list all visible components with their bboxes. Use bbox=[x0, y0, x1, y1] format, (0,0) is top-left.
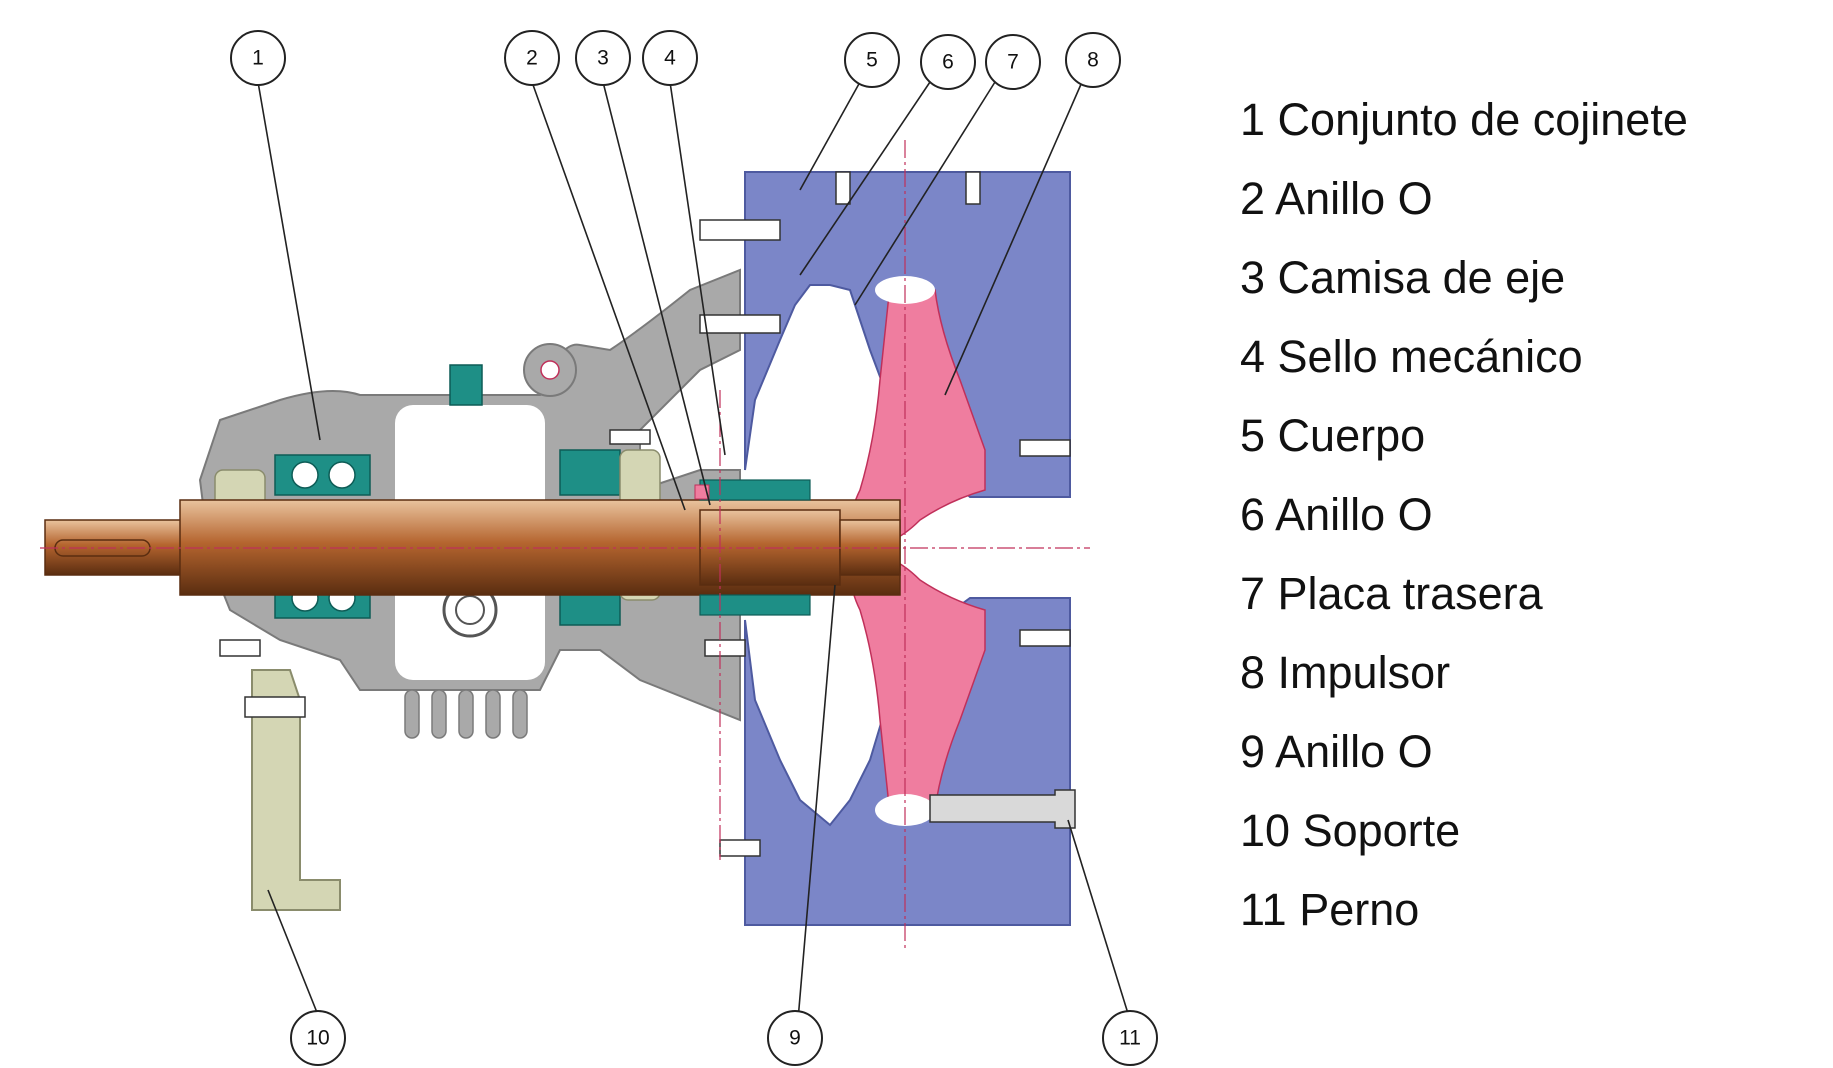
legend-label: Anillo O bbox=[1275, 489, 1433, 540]
legend-label: Impulsor bbox=[1277, 647, 1451, 698]
callout-7-number: 7 bbox=[1007, 51, 1019, 74]
callout-7-circle bbox=[985, 34, 1041, 90]
callout-8-number: 8 bbox=[1087, 49, 1099, 72]
legend-item-2: 2 Anillo O bbox=[1240, 159, 1820, 238]
legend-item-1: 1 Conjunto de cojinete bbox=[1240, 80, 1820, 159]
legend-item-8: 8 Impulsor bbox=[1240, 633, 1820, 712]
callout-5: 5 bbox=[844, 32, 900, 88]
legend-number: 7 bbox=[1240, 568, 1266, 619]
callout-1: 1 bbox=[230, 30, 286, 86]
callout-2-circle bbox=[504, 30, 560, 86]
legend-item-5: 5 Cuerpo bbox=[1240, 396, 1820, 475]
legend-label: Camisa de eje bbox=[1277, 252, 1566, 303]
callout-10-number: 10 bbox=[306, 1027, 329, 1050]
callout-11-number: 11 bbox=[1119, 1027, 1141, 1050]
callout-5-circle bbox=[844, 32, 900, 88]
legend-item-9: 9 Anillo O bbox=[1240, 712, 1820, 791]
callout-7: 7 bbox=[985, 34, 1041, 90]
callout-4-circle bbox=[642, 30, 698, 86]
legend-number: 8 bbox=[1240, 647, 1266, 698]
legend-label: Placa trasera bbox=[1277, 568, 1543, 619]
legend-label: Conjunto de cojinete bbox=[1277, 94, 1688, 145]
lifting-lug-hole bbox=[540, 360, 560, 380]
callout-3: 3 bbox=[575, 30, 631, 86]
legend-label: Perno bbox=[1299, 884, 1420, 935]
impeller bbox=[850, 280, 986, 546]
legend-number: 4 bbox=[1240, 331, 1266, 382]
legend-number: 11 bbox=[1240, 884, 1287, 935]
callout-6-number: 6 bbox=[942, 51, 954, 74]
callout-9-number: 9 bbox=[789, 1027, 801, 1050]
leader-lines bbox=[257, 81, 1131, 1021]
legend-item-4: 4 Sello mecánico bbox=[1240, 317, 1820, 396]
callout-9: 9 bbox=[767, 1010, 823, 1066]
callout-2: 2 bbox=[504, 30, 560, 86]
legend-number: 6 bbox=[1240, 489, 1266, 540]
legend-item-11: 11 Perno bbox=[1240, 870, 1820, 949]
legend-label: Sello mecánico bbox=[1277, 331, 1583, 382]
callout-5-number: 5 bbox=[866, 49, 878, 72]
callout-8-circle bbox=[1065, 32, 1121, 88]
callout-11: 11 bbox=[1102, 1010, 1158, 1066]
callout-6-circle bbox=[920, 34, 976, 90]
legend-number: 3 bbox=[1240, 252, 1266, 303]
legend-number: 9 bbox=[1240, 726, 1266, 777]
callout-1-number: 1 bbox=[252, 47, 264, 70]
callout-8: 8 bbox=[1065, 32, 1121, 88]
legend-item-7: 7 Placa trasera bbox=[1240, 554, 1820, 633]
bolt-11 bbox=[929, 789, 1076, 829]
mechanical-seal bbox=[694, 479, 811, 616]
sight-glass-inner bbox=[455, 595, 485, 625]
casing-bolts bbox=[219, 171, 1071, 857]
callout-1-circle bbox=[230, 30, 286, 86]
legend-label: Soporte bbox=[1302, 805, 1461, 856]
cooling-fins bbox=[404, 689, 528, 739]
callout-10-circle bbox=[290, 1010, 346, 1066]
callout-9-circle bbox=[767, 1010, 823, 1066]
callout-3-number: 3 bbox=[597, 47, 609, 70]
legend-number: 10 bbox=[1240, 805, 1291, 856]
oil-plug bbox=[449, 364, 483, 406]
legend-label: Anillo O bbox=[1275, 173, 1433, 224]
callout-2-number: 2 bbox=[526, 47, 538, 70]
legend-number: 1 bbox=[1240, 94, 1266, 145]
legend-number: 2 bbox=[1240, 173, 1266, 224]
callout-6: 6 bbox=[920, 34, 976, 90]
parts-legend: 1 Conjunto de cojinete 2 Anillo O 3 Cami… bbox=[1240, 80, 1820, 949]
callout-4-number: 4 bbox=[664, 47, 676, 70]
callout-3-circle bbox=[575, 30, 631, 86]
legend-label: Anillo O bbox=[1275, 726, 1433, 777]
legend-label: Cuerpo bbox=[1277, 410, 1426, 461]
legend-item-6: 6 Anillo O bbox=[1240, 475, 1820, 554]
callout-4: 4 bbox=[642, 30, 698, 86]
legend-number: 5 bbox=[1240, 410, 1266, 461]
callout-11-circle bbox=[1102, 1010, 1158, 1066]
legend-item-10: 10 Soporte bbox=[1240, 791, 1820, 870]
support-bracket bbox=[251, 669, 341, 911]
callout-10: 10 bbox=[290, 1010, 346, 1066]
legend-item-3: 3 Camisa de eje bbox=[1240, 238, 1820, 317]
